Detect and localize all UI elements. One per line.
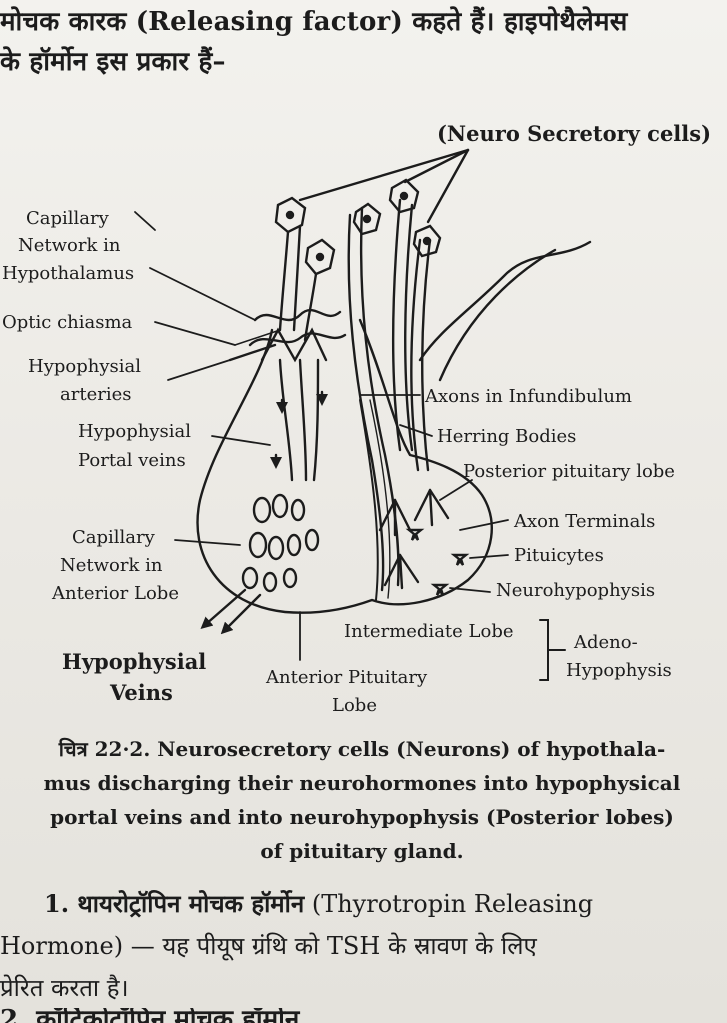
label-posterior-pituitary: Posterior pituitary lobe [463, 461, 675, 482]
paragraph-line: Hormone) — यह पीयूष ग्रंथि को TSH के स्र… [0, 932, 537, 960]
caption-line: of pituitary gland. [260, 839, 464, 863]
label-anterior-pituitary-1: Anterior Pituitary [265, 667, 428, 688]
label-capillary-ant-3: Anterior Lobe [51, 583, 179, 604]
header-line-2: के हॉर्मोन इस प्रकार हैं– [0, 47, 226, 77]
label-capillary-hyp-3: Hypothalamus [2, 263, 134, 284]
cut-off-line: 2. कॉर्टिकोट्रॉपिन मोचक हॉर्मोन [0, 1008, 300, 1023]
trh-paragraph: 1. थायरोट्रॉपिन मोचक हॉर्मोन (Thyrotropi… [0, 883, 715, 1009]
label-adeno-2: Hypophysis [566, 660, 672, 681]
label-capillary-hyp-2: Network in [18, 235, 121, 256]
label-neurohypophysis: Neurohypophysis [496, 580, 655, 601]
pituitary-diagram: (Neuro Secretory cells) Capillary Networ… [2, 121, 711, 716]
label-anterior-pituitary-2: Lobe [332, 695, 377, 716]
neuron-cell [412, 224, 442, 258]
label-capillary-hyp-1: Capillary [26, 208, 110, 229]
label-portal-veins-1: Hypophysial [78, 421, 191, 442]
label-axon-terminals: Axon Terminals [513, 511, 655, 532]
paragraph-line: 1. थायरोट्रॉपिन मोचक हॉर्मोन (Thyrotropi… [0, 883, 715, 925]
caption-line: portal veins and into neurohypophysis (P… [50, 805, 674, 829]
caption-line: mus discharging their neurohormones into… [43, 771, 681, 795]
neuron-cell [304, 238, 336, 276]
neuron-cell [274, 196, 307, 234]
paragraph-heading: 1. थायरोट्रॉपिन मोचक हॉर्मोन [44, 889, 305, 918]
label-neuro-secretory: (Neuro Secretory cells) [437, 121, 711, 146]
label-adeno-1: Adeno- [573, 632, 638, 653]
label-capillary-ant-2: Network in [60, 555, 163, 576]
caption-line: चित्र 22·2. Neurosecretory cells (Neuron… [58, 737, 666, 761]
label-herring-bodies: Herring Bodies [437, 426, 576, 447]
label-hypophysial-arteries-2: arteries [60, 384, 131, 405]
header-line-1: मोचक कारक (Releasing factor) कहते हैं। ह… [0, 7, 628, 37]
figure-caption: चित्र 22·2. Neurosecretory cells (Neuron… [6, 732, 718, 868]
paragraph-heading-english: (Thyrotropin Releasing [304, 890, 594, 918]
label-hypophysial-arteries-1: Hypophysial [28, 356, 141, 377]
label-axons-infundibulum: Axons in Infundibulum [424, 386, 632, 407]
paragraph-line: प्रेरित करता है। [0, 974, 129, 1002]
gland-outline [196, 318, 493, 614]
label-portal-veins-2: Portal veins [78, 450, 186, 471]
label-intermediate-lobe: Intermediate Lobe [344, 621, 514, 642]
label-hypophysial-veins-2: Veins [109, 680, 173, 705]
label-pituicytes: Pituicytes [514, 545, 604, 566]
neuron-cell [352, 202, 382, 236]
label-capillary-ant-1: Capillary [72, 527, 156, 548]
label-hypophysial-veins-1: Hypophysial [62, 649, 206, 674]
neuron-cell [388, 178, 420, 214]
label-optic-chiasma: Optic chiasma [2, 312, 133, 333]
